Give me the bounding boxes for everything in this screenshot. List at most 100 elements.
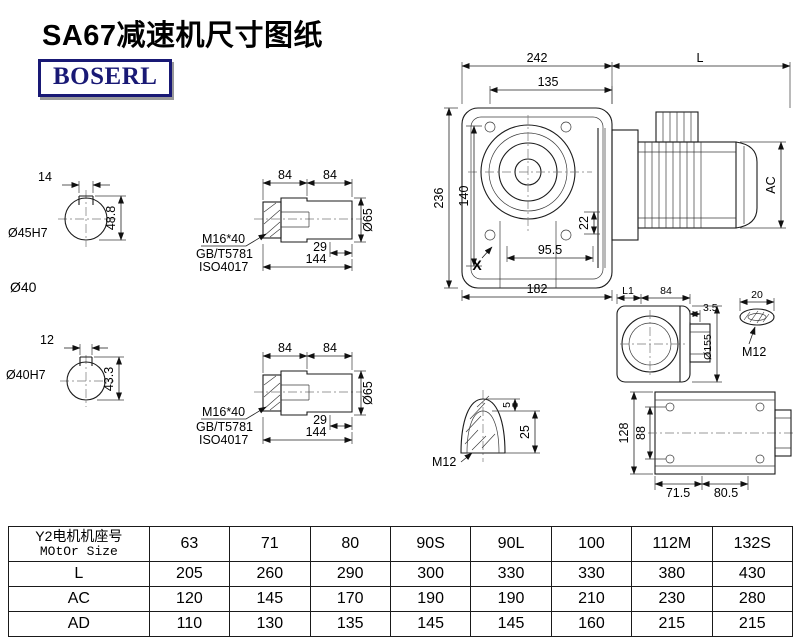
dim-len-84a: 84 xyxy=(278,168,292,182)
label-bolt-m16: M16*40 xyxy=(202,405,245,419)
table-cell: 280 xyxy=(711,586,794,612)
row-label: AC xyxy=(8,586,150,612)
dim-len-84a: 84 xyxy=(278,341,292,355)
dim-width-182: 182 xyxy=(527,282,548,296)
page-title: SA67减速机尺寸图纸 xyxy=(42,20,324,52)
table-cell: 132S xyxy=(711,526,794,562)
label-thread-m12: M12 xyxy=(742,345,766,359)
table-cell: 145 xyxy=(470,611,552,637)
table-cell: 90L xyxy=(470,526,552,562)
shaft1-side-view: 84 84 29 144 Ø65 M16*40 GB/T5781 ISO4017 xyxy=(196,168,375,274)
dim-height-48-8: 48.8 xyxy=(104,206,118,230)
dim-len-29: 29 xyxy=(313,413,327,427)
table-cell: 135 xyxy=(309,611,391,637)
table-cell: 110 xyxy=(148,611,231,637)
dim-motor-dia-AC: AC xyxy=(764,176,778,193)
table-cell: 71 xyxy=(229,526,311,562)
table-cell: 130 xyxy=(229,611,311,637)
dim-20: 20 xyxy=(751,289,763,301)
table-cell: 330 xyxy=(550,561,633,587)
label-std-gb: GB/T5781 xyxy=(196,247,253,261)
table-header-cell: Y2电机机座号 MOtOr Size xyxy=(8,526,150,562)
table-cell: 230 xyxy=(631,586,713,612)
table-cell: 190 xyxy=(470,586,552,612)
dim-width-242: 242 xyxy=(527,51,548,65)
dim-bore-40h7: Ø40H7 xyxy=(6,368,46,382)
dim-80-5: 80.5 xyxy=(714,486,738,500)
shaft2-side-view: 84 84 29 144 Ø65 M16*40 GB/T5781 ISO4017 xyxy=(196,341,375,447)
dim-95-5: 95.5 xyxy=(538,243,562,257)
dim-dia-65: Ø65 xyxy=(361,381,375,405)
row-label: AD xyxy=(8,611,150,637)
dim-dia-65: Ø65 xyxy=(361,208,375,232)
dim-len-144: 144 xyxy=(306,252,327,266)
gearbox-bottom-view: 128 88 71.5 80.5 xyxy=(617,391,795,500)
dim-height-236: 236 xyxy=(432,188,446,209)
technical-drawing: 14 Ø45H7 48.8 Ø40 12 Ø40H7 43.3 84 84 29 xyxy=(6,51,795,500)
dim-len-144: 144 xyxy=(306,425,327,439)
brand-logo: BOSERL xyxy=(38,59,173,97)
row-label: L xyxy=(8,561,150,587)
table-cell: 430 xyxy=(711,561,794,587)
dim-width-135: 135 xyxy=(538,75,559,89)
table-cell: 330 xyxy=(470,561,552,587)
table-cell: 80 xyxy=(309,526,391,562)
dim-84: 84 xyxy=(660,285,672,297)
dim-71-5: 71.5 xyxy=(666,486,690,500)
table-cell: 210 xyxy=(550,586,633,612)
dim-len-29: 29 xyxy=(313,240,327,254)
label-std-iso: ISO4017 xyxy=(199,433,248,447)
dim-keyway-width-12: 12 xyxy=(40,333,54,347)
table-cell: 90S xyxy=(389,526,472,562)
table-cell: 145 xyxy=(229,586,311,612)
dim-3-5: 3.5 xyxy=(703,302,718,314)
label-std-gb: GB/T5781 xyxy=(196,420,253,434)
label-bolt-m16: M16*40 xyxy=(202,232,245,246)
motor-size-label-en: MOtOr Size xyxy=(39,543,118,559)
table-cell: 205 xyxy=(148,561,231,587)
dim-height-140: 140 xyxy=(457,186,471,207)
motor-size-table: Y2电机机座号 MOtOr Size 63 71 80 90S 90L 100 … xyxy=(8,526,794,637)
gearbox-front-view: 242 L 135 236 140 22 95.5 182 AC X xyxy=(432,51,791,301)
table-row: AC 120 145 170 190 190 210 230 280 xyxy=(8,586,794,612)
table-cell: 190 xyxy=(389,586,472,612)
breather-plug-view: 5 25 M12 xyxy=(432,390,540,469)
dim-bore-45h7: Ø45H7 xyxy=(8,226,48,240)
dim-height-128: 128 xyxy=(617,423,631,444)
shaft1-end-view: 14 Ø45H7 48.8 xyxy=(8,170,126,247)
dim-dia-155: Ø155 xyxy=(702,334,714,360)
dim-motor-length-L: L xyxy=(697,51,704,65)
label-shaft-dia-40: Ø40 xyxy=(10,279,37,295)
table-cell: 100 xyxy=(550,526,633,562)
table-cell: 145 xyxy=(389,611,472,637)
dim-22: 22 xyxy=(577,216,591,230)
table-cell: 380 xyxy=(631,561,713,587)
dim-height-88: 88 xyxy=(634,426,648,440)
label-x-marker: X xyxy=(472,257,482,273)
table-cell: 170 xyxy=(309,586,391,612)
table-cell: 160 xyxy=(550,611,633,637)
table-cell: 63 xyxy=(148,526,231,562)
table-row: AD 110 130 135 145 145 160 215 215 xyxy=(8,611,794,637)
table-cell: 290 xyxy=(309,561,391,587)
brand-logo-text: BOSERL xyxy=(53,63,158,90)
dim-len-84b: 84 xyxy=(323,168,337,182)
dim-25: 25 xyxy=(518,425,532,439)
table-header-row: Y2电机机座号 MOtOr Size 63 71 80 90S 90L 100 … xyxy=(8,526,794,562)
dim-L1: L1 xyxy=(622,285,634,297)
table-cell: 120 xyxy=(148,586,231,612)
motor-size-label-cn: Y2电机机座号 xyxy=(35,528,123,545)
label-std-iso: ISO4017 xyxy=(199,260,248,274)
gearbox-side-view: L1 84 3.5 Ø155 20 M12 xyxy=(616,285,775,383)
table-cell: 112M xyxy=(631,526,713,562)
dim-keyway-width-14: 14 xyxy=(38,170,52,184)
table-cell: 215 xyxy=(631,611,713,637)
table-cell: 300 xyxy=(389,561,472,587)
dim-len-84b: 84 xyxy=(323,341,337,355)
table-row: L 205 260 290 300 330 330 380 430 xyxy=(8,561,794,587)
shaft2-end-view: 12 Ø40H7 43.3 xyxy=(6,333,124,407)
table-cell: 215 xyxy=(711,611,794,637)
label-thread-m12: M12 xyxy=(432,455,456,469)
dim-5: 5 xyxy=(501,402,513,408)
table-cell: 260 xyxy=(229,561,311,587)
